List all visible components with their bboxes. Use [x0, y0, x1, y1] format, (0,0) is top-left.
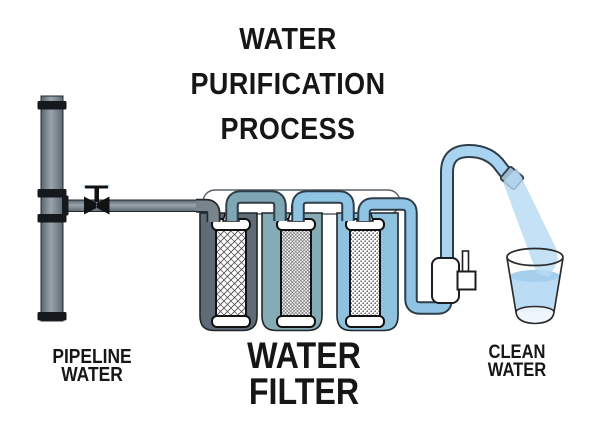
faucet-body: [431, 257, 460, 304]
title-line-1: WATER: [239, 21, 337, 56]
valve-body: [84, 196, 110, 215]
glass-outline: [506, 247, 564, 313]
valve-stem: [94, 188, 99, 202]
feed-elbow: [196, 198, 221, 222]
filter-cartridge-1: [211, 218, 251, 328]
diagram-title: WATER PURIFICATION PROCESS: [158, 16, 419, 151]
title-line-2: PURIFICATION: [190, 66, 386, 101]
pipeline-water-label: PIPELINE WATER: [52, 346, 132, 386]
valve-handle: [85, 185, 108, 189]
clean-water-label: CLEAN WATER: [487, 342, 547, 381]
filter-cartridge-3: [345, 218, 385, 328]
connector-tube-2: [291, 190, 355, 221]
pipeline-water-supply-pipe: [37, 95, 207, 322]
title-line-3: PROCESS: [220, 111, 356, 146]
valve-icon: [83, 185, 110, 215]
pipe-flanges: [37, 101, 69, 321]
faucet: [431, 250, 477, 304]
faucet-gooseneck-tube: [440, 143, 514, 299]
connector-tube-1: [225, 190, 287, 221]
vertical-pipe: [40, 95, 64, 322]
water-surface: [510, 270, 560, 282]
filter-cartridge-2: [276, 218, 316, 328]
faucet-handle-knob: [456, 270, 477, 291]
water-filter-label: WATER FILTER: [247, 335, 361, 412]
outlet-tube: [357, 197, 453, 315]
glass-foot: [515, 311, 555, 325]
